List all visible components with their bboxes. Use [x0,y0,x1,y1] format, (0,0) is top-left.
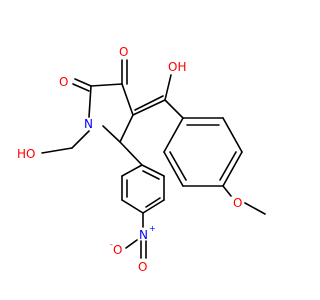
bond-nring-6 [141,164,165,177]
atom-ho-chain: HO [17,147,35,161]
atom-oh-top: OH [168,60,186,74]
nitro-minus-charge: - [110,240,113,249]
atom-labels: OH O O N HO O N + O - O [17,45,242,274]
bond-mring-inner-3 [169,151,187,181]
bond-ch2-ch2 [41,147,73,154]
bond-omethoxy-ch3 [244,202,266,215]
atom-o-nitro-bottom: O [138,260,147,274]
bond-nring-3 [121,199,144,214]
atom-o-lactam: O [59,75,68,89]
bond-mring-5 [163,151,184,187]
atom-n-ring: N [84,117,93,131]
atom-o-nitro-left: O [113,243,122,257]
bond-mring-2 [222,117,243,153]
atom-o-methoxy: O [233,196,242,210]
bond-c4-c5 [119,114,134,143]
nitro-plus-charge: + [149,224,156,233]
bond-c5-ring [119,141,143,166]
bond-c2-c3 [90,83,123,87]
bond-nring-inner-2 [145,197,161,208]
bond-c4-cexo [132,99,166,116]
bond-c4-cexo-double [134,95,164,111]
bond-nnitro-oleft [125,239,138,249]
bond-mring-inner-2 [219,151,237,181]
atom-n-nitro: N [139,228,148,242]
bond-c2-o-double [72,83,90,92]
bond-cexo-oh [164,74,172,101]
bond-nring-1 [121,164,143,177]
bond-ring-omethoxy [222,185,232,197]
background [0,0,300,300]
molecule-structure: OH O O N HO O N + O - O [0,0,300,300]
bond-c5-n [102,125,121,143]
atom-o-ketone: O [119,45,128,59]
bond-n-c2 [88,85,92,118]
bond-mring-3 [222,151,243,187]
bond-mring-6 [163,117,184,153]
bond-nring-inner-3 [142,170,160,180]
bond-c3-c4 [121,83,134,116]
bond-nring-4 [142,199,165,214]
bond-c2-o [74,78,92,87]
bond-n-ch2 [71,130,90,149]
bonds [41,59,266,259]
bond-cexo-ring [164,99,184,119]
molecule-diagram: OH O O N HO O N + O - O [0,0,300,300]
